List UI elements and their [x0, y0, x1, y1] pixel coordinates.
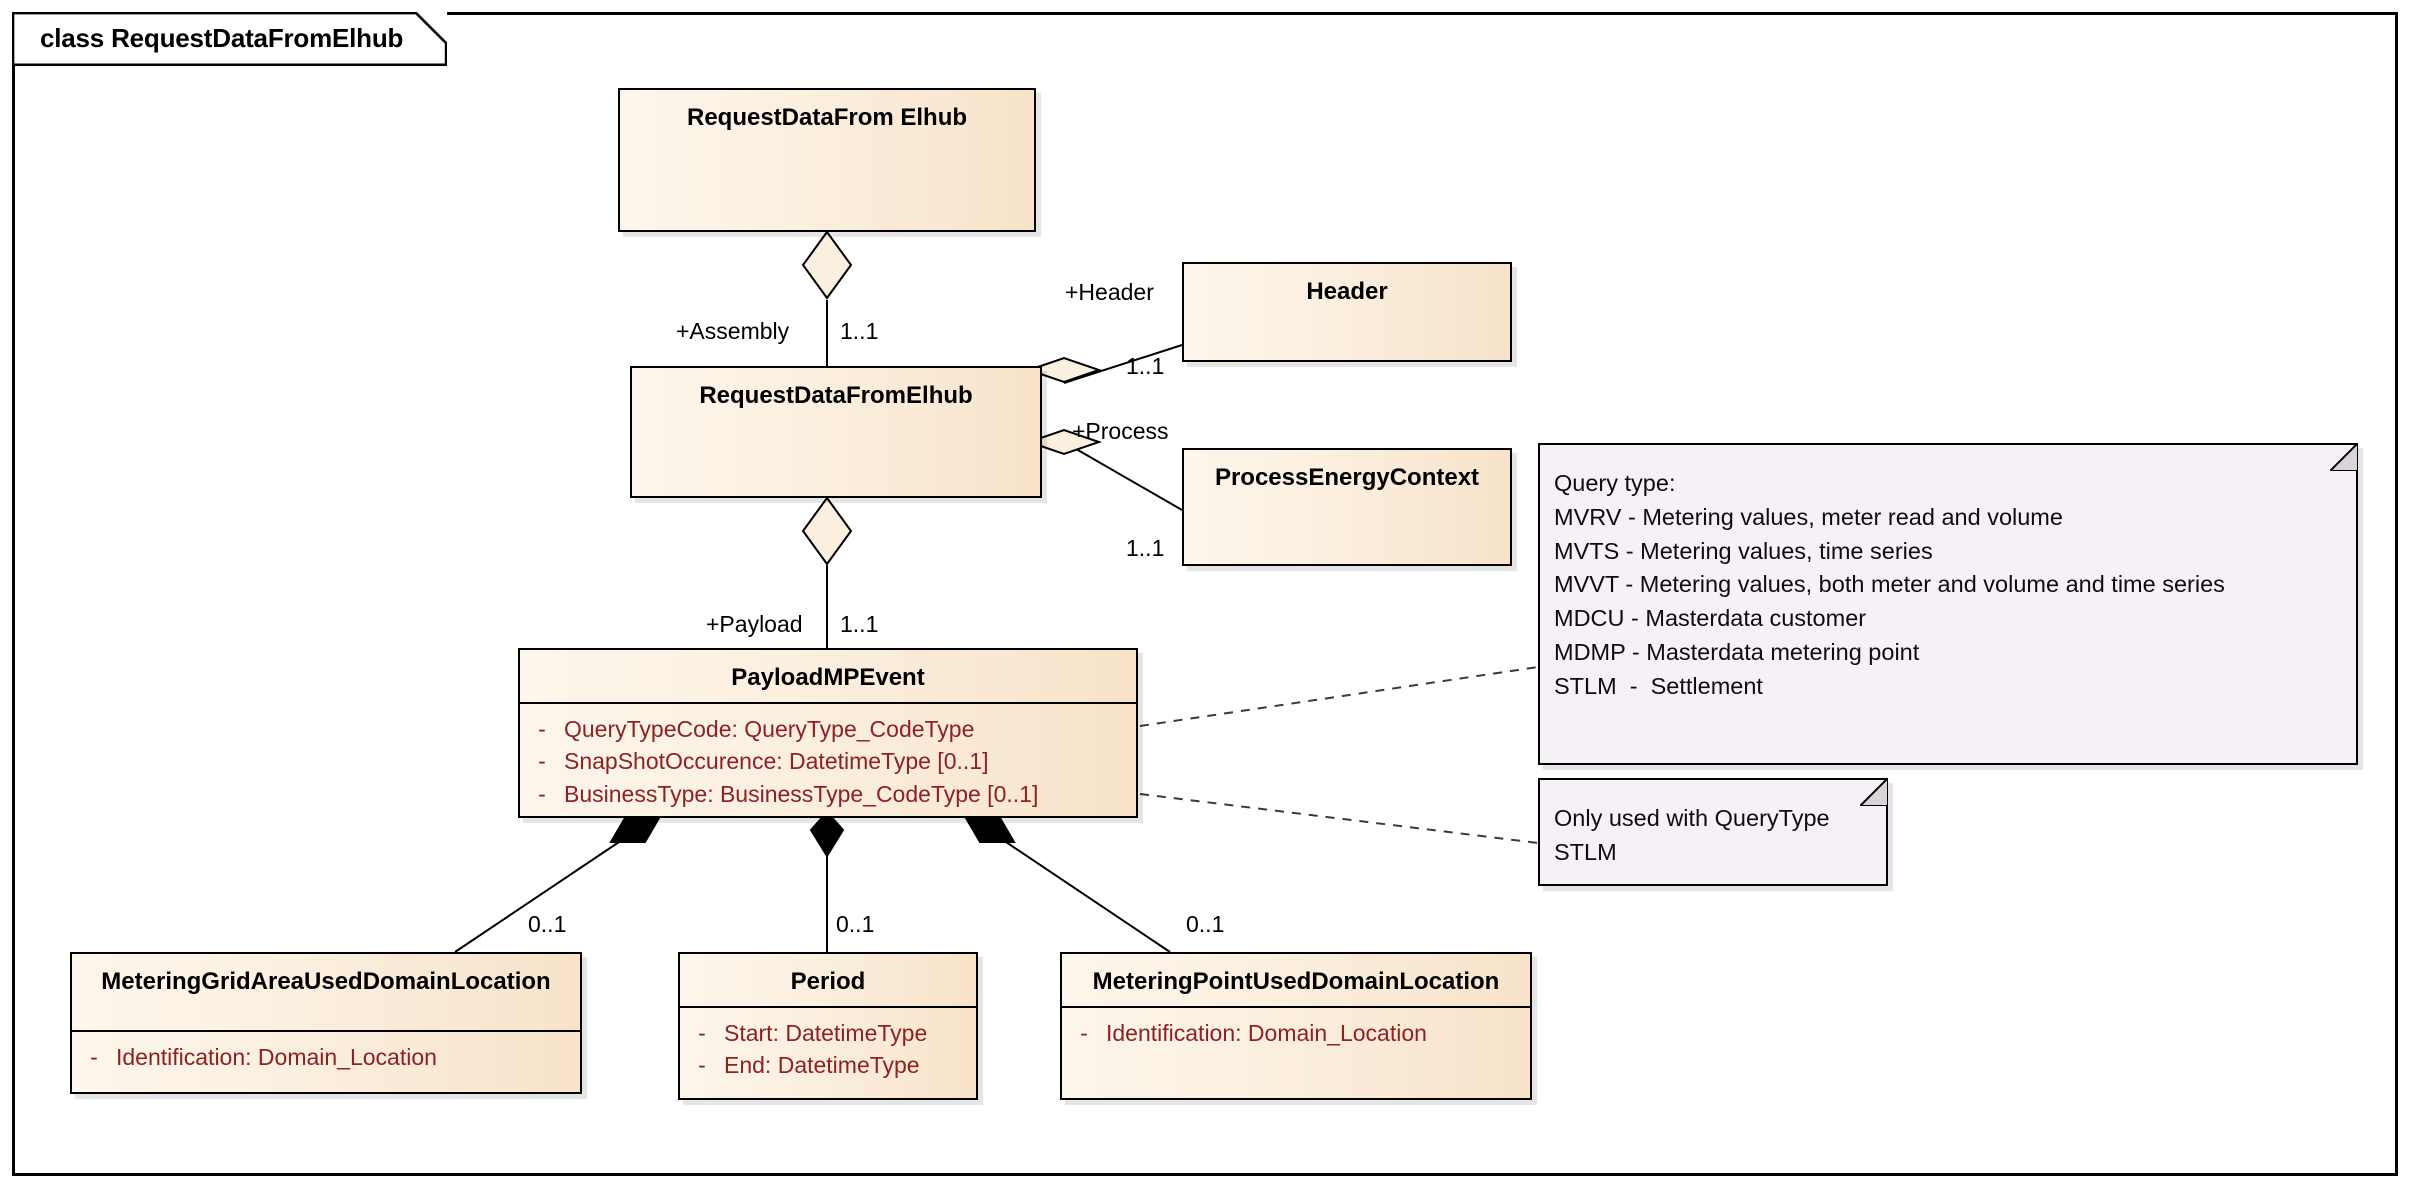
note-business-type-text: Only used with QueryType STLM — [1554, 805, 1830, 865]
attribute-row: - Identification: Domain_Location — [1062, 1017, 1530, 1050]
attribute-visibility: - — [698, 1052, 706, 1079]
edge-label-assembly-role: +Assembly — [676, 318, 790, 344]
edge-label-header-role: +Header — [1065, 279, 1154, 305]
attribute-visibility: - — [90, 1043, 98, 1070]
note-query-type[interactable]: Query type: MVRV - Metering values, mete… — [1538, 443, 2358, 765]
class-name-request-data-from-elhub: RequestDataFromElhub — [699, 382, 973, 409]
edge-label-process-mult: 1..1 — [1126, 535, 1165, 561]
attribute-visibility: - — [538, 780, 546, 807]
class-attributes-period: - Start: DatetimeType - End: DatetimeTyp… — [680, 1008, 976, 1092]
diagram-title: class RequestDataFromElhub — [40, 22, 404, 53]
attribute-row: - Start: DatetimeType — [680, 1017, 976, 1050]
class-separator-metering-point — [1062, 1005, 1530, 1008]
attribute-visibility: - — [1080, 1019, 1088, 1046]
edge-label-payload-mult: 1..1 — [840, 611, 879, 637]
edge-label-assembly-mult: 1..1 — [840, 318, 879, 344]
attribute-row: - End: DatetimeType — [680, 1049, 976, 1082]
attribute-visibility: - — [538, 715, 546, 742]
class-name-period: Period — [790, 968, 866, 995]
attribute-signature: SnapShotOccurence: DatetimeType [0..1] — [564, 748, 989, 775]
note-business-type[interactable]: Only used with QueryType STLM — [1538, 778, 1888, 886]
class-box-payload-mp-event[interactable]: PayloadMPEvent - QueryTypeCode: QueryTyp… — [518, 648, 1138, 818]
edge-label-process-role: +Process — [1072, 418, 1169, 444]
edge-label-metering-point-mult: 0..1 — [1186, 911, 1225, 937]
class-name-metering-grid-area-used-domain-location: MeteringGridAreaUsedDomainLocation — [101, 968, 551, 995]
class-box-metering-grid-area-used-domain-location[interactable]: MeteringGridAreaUsedDomainLocation - Ide… — [70, 952, 582, 1094]
class-name-process-energy-context: ProcessEnergyContext — [1214, 464, 1480, 491]
edge-label-header-mult: 1..1 — [1126, 353, 1165, 379]
class-attributes-metering-grid-area: - Identification: Domain_Location — [72, 1032, 580, 1084]
class-box-period[interactable]: Period - Start: DatetimeType - End: Date… — [678, 952, 978, 1100]
attribute-signature: End: DatetimeType — [724, 1052, 920, 1079]
class-name-payload-mp-event: PayloadMPEvent — [731, 664, 925, 691]
attribute-row: - BusinessType: BusinessType_CodeType [0… — [520, 778, 1136, 811]
edge-label-grid-area-mult: 0..1 — [528, 911, 567, 937]
diagram-frame-title-tab: class RequestDataFromElhub — [12, 12, 448, 66]
frame-tab-shape — [12, 12, 448, 66]
class-separator-metering-grid-area — [72, 1029, 580, 1032]
attribute-row: - QueryTypeCode: QueryType_CodeType — [520, 713, 1136, 746]
class-attributes-metering-point: - Identification: Domain_Location — [1062, 1008, 1530, 1060]
attribute-visibility: - — [538, 748, 546, 775]
attribute-signature: Start: DatetimeType — [724, 1019, 928, 1046]
note-fold-corner-icon — [1860, 778, 1888, 806]
attribute-signature: Identification: Domain_Location — [1106, 1019, 1427, 1046]
note-query-type-text: Query type: MVRV - Metering values, mete… — [1554, 470, 2225, 699]
attribute-visibility: - — [698, 1019, 706, 1046]
class-name-header: Header — [1306, 278, 1388, 305]
class-box-metering-point-used-domain-location[interactable]: MeteringPointUsedDomainLocation - Identi… — [1060, 952, 1532, 1100]
attribute-row: - SnapShotOccurence: DatetimeType [0..1] — [520, 745, 1136, 778]
class-name-metering-point-used-domain-location: MeteringPointUsedDomainLocation — [1092, 968, 1500, 995]
class-separator-period — [680, 1005, 976, 1008]
class-attributes-payload-mp-event: - QueryTypeCode: QueryType_CodeType - Sn… — [520, 704, 1136, 821]
class-name-request-data-from-elhub-root: RequestDataFrom Elhub — [686, 104, 968, 131]
class-separator-payload-mp-event — [520, 701, 1136, 704]
class-box-request-data-from-elhub-root[interactable]: RequestDataFrom Elhub — [618, 88, 1036, 232]
class-box-process-energy-context[interactable]: ProcessEnergyContext — [1182, 448, 1512, 566]
edge-label-payload-role: +Payload — [706, 611, 803, 637]
class-box-request-data-from-elhub[interactable]: RequestDataFromElhub — [630, 366, 1042, 498]
class-box-header[interactable]: Header — [1182, 262, 1512, 362]
edge-label-period-mult: 0..1 — [836, 911, 875, 937]
attribute-signature: Identification: Domain_Location — [116, 1043, 437, 1070]
note-fold-corner-icon — [2330, 443, 2358, 471]
attribute-signature: BusinessType: BusinessType_CodeType [0..… — [564, 780, 1039, 807]
attribute-signature: QueryTypeCode: QueryType_CodeType — [564, 715, 975, 742]
attribute-row: - Identification: Domain_Location — [72, 1041, 580, 1074]
